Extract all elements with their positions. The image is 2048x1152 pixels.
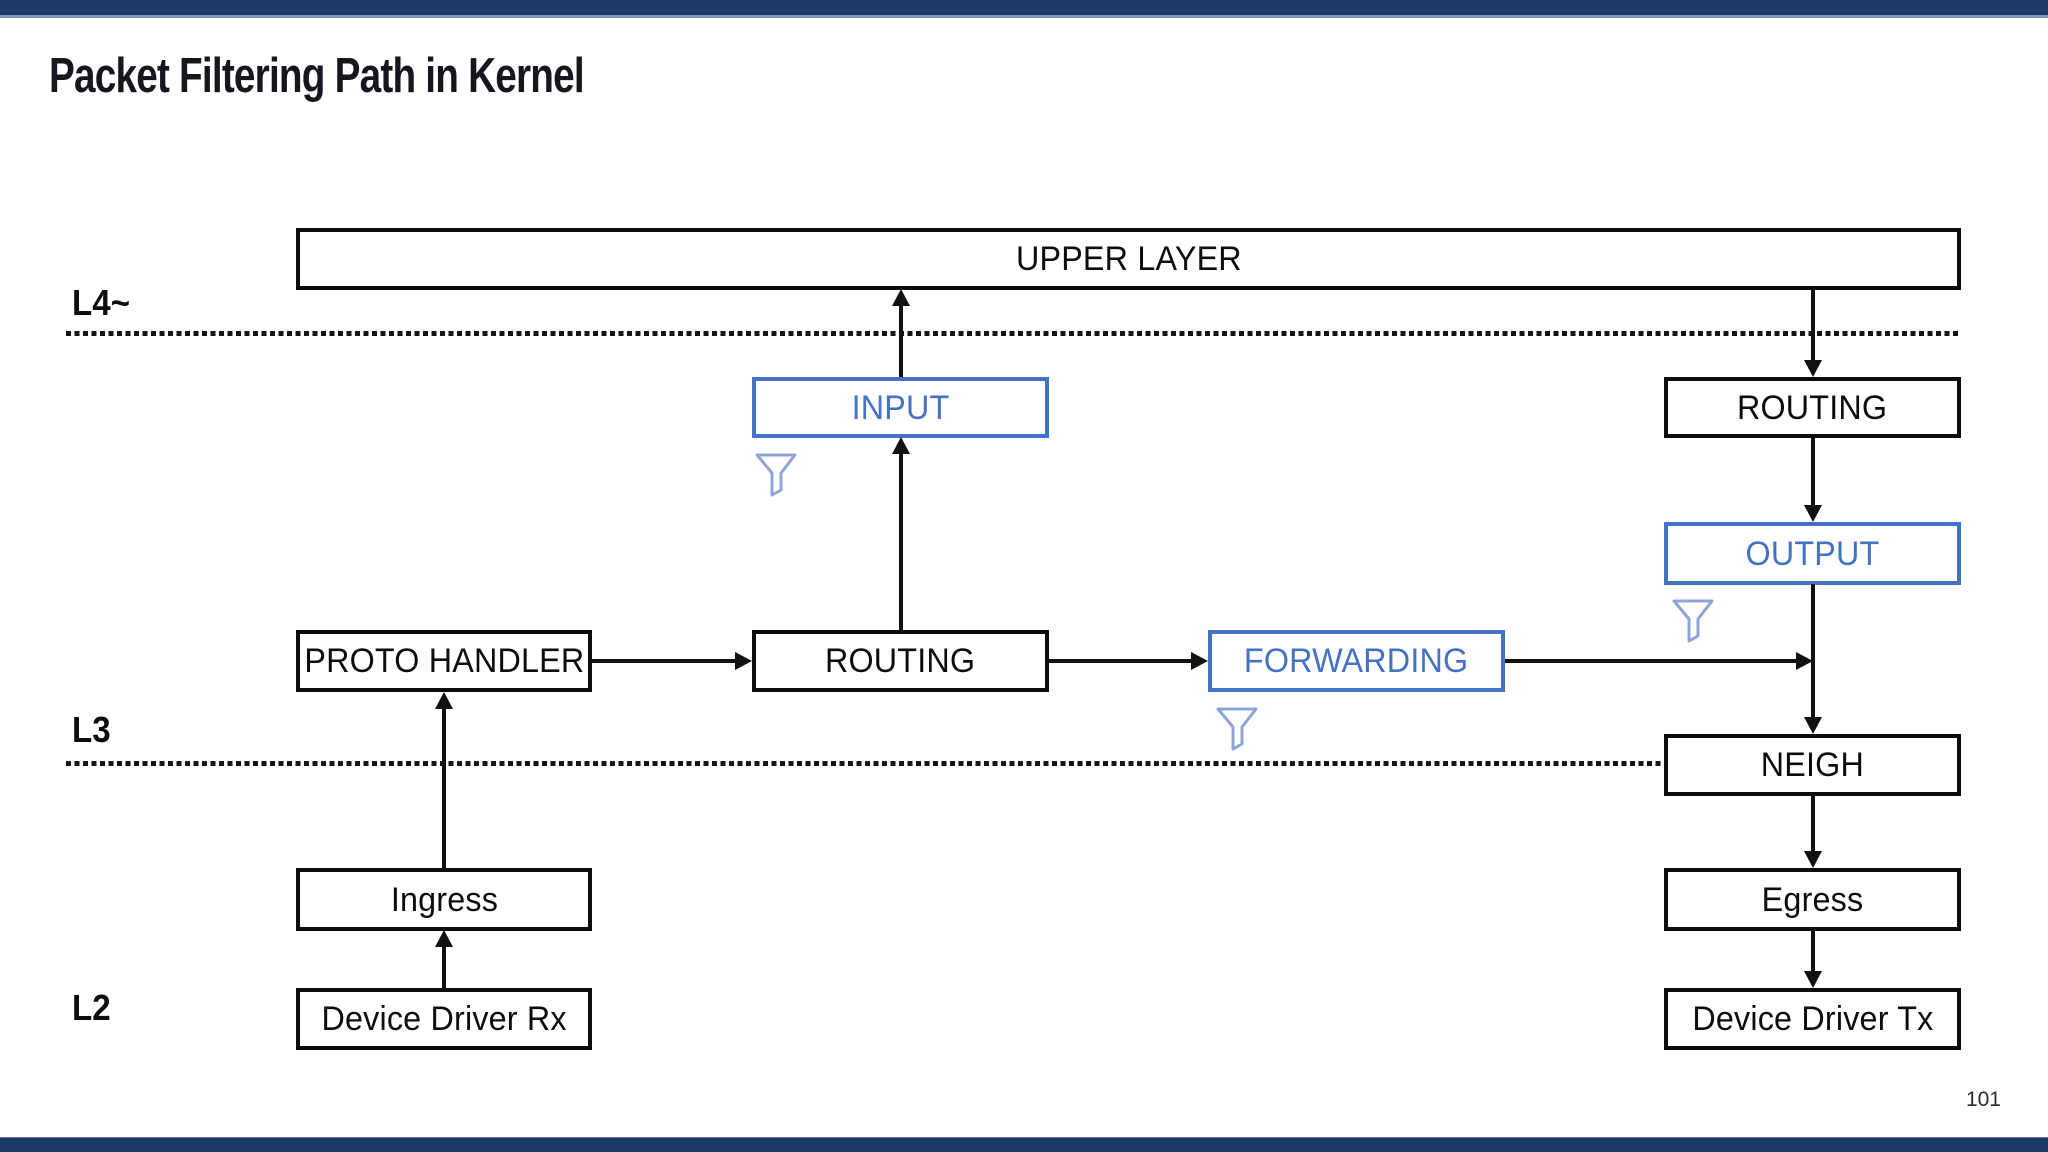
arrow-neigh-to-egress-line bbox=[1811, 796, 1815, 853]
arrow-routing-to-input-line bbox=[899, 452, 903, 630]
top-accent-bar bbox=[0, 0, 2048, 18]
node-egress: Egress bbox=[1664, 868, 1961, 931]
node-routing-mid: ROUTING bbox=[752, 630, 1049, 692]
arrow-device-driver-rx-to-ingress-head bbox=[435, 930, 453, 947]
node-egress-label: Egress bbox=[1761, 880, 1864, 919]
node-ingress-label: Ingress bbox=[390, 880, 498, 919]
layer-label-l2: L2 bbox=[72, 987, 111, 1028]
bottom-accent-bar bbox=[0, 1137, 2048, 1152]
input-filter-funnel-icon bbox=[755, 453, 797, 497]
node-ingress: Ingress bbox=[296, 868, 592, 931]
arrow-egress-to-device-driver-tx-line bbox=[1811, 931, 1815, 973]
node-neigh-label: NEIGH bbox=[1760, 746, 1865, 784]
arrow-input-to-upper-layer-head bbox=[892, 289, 910, 306]
arrow-routing-to-input-head bbox=[892, 437, 910, 454]
node-input-label: INPUT bbox=[851, 388, 950, 427]
page-title: Packet Filtering Path in Kernel bbox=[49, 49, 585, 103]
node-proto-handler: PROTO HANDLER bbox=[296, 630, 592, 692]
arrow-neigh-to-egress-head bbox=[1804, 851, 1822, 868]
arrow-forwarding-to-neigh-line bbox=[1505, 659, 1796, 663]
node-upper-layer-label: UPPER LAYER bbox=[1015, 240, 1242, 278]
node-device-driver-rx: Device Driver Rx bbox=[296, 988, 592, 1050]
node-proto-handler-label: PROTO HANDLER bbox=[303, 642, 585, 680]
arrow-upper-layer-to-routing-head bbox=[1804, 360, 1822, 377]
node-device-driver-tx-label: Device Driver Tx bbox=[1691, 1000, 1934, 1038]
node-routing-top: ROUTING bbox=[1664, 377, 1961, 438]
arrow-ingress-to-proto-handler-line bbox=[442, 707, 446, 868]
node-routing-top-label: ROUTING bbox=[1737, 388, 1888, 427]
node-input: INPUT bbox=[752, 377, 1049, 438]
node-forwarding: FORWARDING bbox=[1208, 630, 1505, 692]
arrow-egress-to-device-driver-tx-head bbox=[1804, 971, 1822, 988]
arrow-device-driver-rx-to-ingress-line bbox=[442, 945, 446, 988]
arrow-ingress-to-proto-handler-head bbox=[435, 692, 453, 709]
layer-divider-l4-l3 bbox=[66, 331, 1961, 336]
arrow-routing-to-output-line bbox=[1811, 438, 1815, 507]
node-output: OUTPUT bbox=[1664, 522, 1961, 585]
node-device-driver-rx-label: Device Driver Rx bbox=[321, 1000, 567, 1038]
page-number: 101 bbox=[1965, 1088, 2001, 1111]
layer-label-l4: L4~ bbox=[72, 282, 131, 323]
forwarding-filter-funnel-icon bbox=[1216, 707, 1258, 751]
node-device-driver-tx: Device Driver Tx bbox=[1664, 988, 1961, 1050]
layer-label-l3: L3 bbox=[72, 709, 111, 750]
arrow-input-to-upper-layer-line bbox=[899, 304, 903, 377]
arrow-routing-to-forwarding-line bbox=[1049, 659, 1191, 663]
output-filter-funnel-icon bbox=[1672, 599, 1714, 643]
node-forwarding-label: FORWARDING bbox=[1244, 642, 1469, 680]
arrow-proto-handler-to-routing-head bbox=[735, 652, 752, 670]
arrow-routing-to-output-head bbox=[1804, 505, 1822, 522]
node-output-label: OUTPUT bbox=[1745, 534, 1880, 573]
arrow-routing-to-forwarding-head bbox=[1191, 652, 1208, 670]
layer-divider-l3-l2 bbox=[66, 761, 1663, 766]
arrow-output-to-neigh-head bbox=[1804, 717, 1822, 734]
arrow-forwarding-to-neigh-head bbox=[1796, 652, 1813, 670]
node-upper-layer: UPPER LAYER bbox=[296, 228, 1961, 290]
node-routing-mid-label: ROUTING bbox=[825, 642, 976, 680]
arrow-output-to-neigh-line bbox=[1811, 584, 1815, 719]
arrow-proto-handler-to-routing-line bbox=[592, 659, 735, 663]
arrow-upper-layer-to-routing-line bbox=[1811, 290, 1815, 362]
node-neigh: NEIGH bbox=[1664, 734, 1961, 796]
